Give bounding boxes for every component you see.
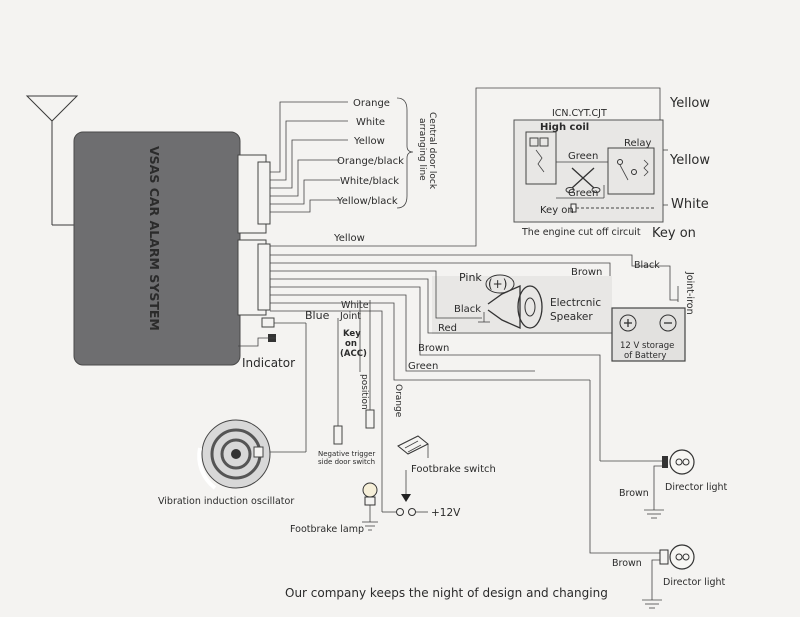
relay-model: ICN.CYT.CJT xyxy=(552,108,607,119)
white-joint-label-1: White xyxy=(341,300,369,311)
vibration-label: Vibration induction oscillator xyxy=(158,496,294,507)
key-acc-label-1: Key xyxy=(343,329,361,339)
door-lock-wire-1: Orange xyxy=(353,98,390,109)
speaker-plus: (+) xyxy=(488,277,507,291)
antenna-icon xyxy=(25,95,79,226)
battery-label-2: of Battery xyxy=(624,351,666,361)
right-label-yellow-top: Yellow xyxy=(669,96,710,111)
position-label: position xyxy=(359,374,369,410)
footbrake-switch-label: Footbrake switch xyxy=(411,464,496,475)
door-lock-caption-2: arranging line xyxy=(417,118,427,181)
door-lock-wire-3: Yellow xyxy=(353,136,385,147)
door-lock-wire-4: Orange/black xyxy=(337,156,404,167)
speaker-icon: Pink (+) Black Electrcnic Speaker xyxy=(454,271,601,330)
door-lock-wire-5: White/black xyxy=(340,176,399,187)
director-light-2 xyxy=(540,379,695,609)
right-label-yellow-mid: Yellow xyxy=(669,153,710,168)
plus-12v-terminal xyxy=(382,508,428,516)
orange-wire-label: Orange xyxy=(393,384,403,418)
director-1-wire-label: Brown xyxy=(619,488,649,499)
green-top-label: Green xyxy=(568,151,598,162)
door-switch-caption-1: Negative trigger xyxy=(318,450,375,458)
black-battery-wire-label: Black xyxy=(634,260,660,271)
plus-12v-label: +12V xyxy=(431,507,461,519)
white-joint-label-2: Joint xyxy=(339,311,361,322)
key-on-small: Key on xyxy=(540,205,574,216)
right-label-white: White xyxy=(671,197,709,212)
alarm-control-unit: VSAS CAR ALARM SYSTEM xyxy=(73,131,271,366)
indicator-label: Indicator xyxy=(242,356,295,370)
director-1-label: Director light xyxy=(665,482,728,493)
footbrake-lamp-icon xyxy=(362,416,383,531)
footbrake-lamp-label: Footbrake lamp xyxy=(290,524,364,535)
speaker-label-2: Speaker xyxy=(550,311,593,323)
yellow-main-wire-label: Yellow xyxy=(333,233,365,244)
footbrake-switch-icon xyxy=(397,435,429,502)
door-lock-wires: Orange White Yellow Orange/black White/b… xyxy=(270,97,437,213)
door-lock-caption-1: Central door lock xyxy=(427,112,437,190)
high-coil-label: High coil xyxy=(540,122,589,133)
pink-wire-label: Pink xyxy=(459,271,482,284)
door-switch-caption-2: side door switch xyxy=(318,458,375,466)
door-lock-wire-6: Yellow/black xyxy=(336,196,398,207)
green-bottom-label: Green xyxy=(568,188,598,199)
left-lower-wires: Blue Indicator White Joint Negative trig… xyxy=(238,300,403,466)
joint-iron-label: Joint-iron xyxy=(684,271,695,315)
footer-text: Our company keeps the night of design an… xyxy=(285,586,608,600)
battery-label-1: 12 V storage xyxy=(620,341,674,351)
battery-icon: 12 V storage of Battery xyxy=(611,307,686,362)
director-2-wire-label: Brown xyxy=(612,558,642,569)
door-lock-wire-2: White xyxy=(356,117,385,128)
brown-lower-wire-label: Brown xyxy=(418,343,449,354)
relay-label: Relay xyxy=(624,138,652,149)
speaker-label-1: Electrcnic xyxy=(550,297,601,309)
engine-cut-off-caption: The engine cut off circuit xyxy=(521,227,641,238)
vibration-sensor-icon xyxy=(197,419,271,490)
green-wire-label: Green xyxy=(408,361,438,372)
director-2-label: Director light xyxy=(663,577,726,588)
right-label-key-on: Key on xyxy=(652,226,696,241)
scissors-icon xyxy=(565,167,601,193)
right-wires: Yellow Yellow White Key on Yellow Black … xyxy=(270,87,710,420)
red-wire-label: Red xyxy=(438,323,457,334)
unit-title: VSAS CAR ALARM SYSTEM xyxy=(147,146,162,331)
director-light-1 xyxy=(599,420,695,519)
key-acc-label-2: on xyxy=(345,339,357,349)
black-speaker-wire-label: Black xyxy=(454,304,481,315)
blue-wire-label: Blue xyxy=(305,309,330,322)
brown-speaker-wire-label: Brown xyxy=(571,267,602,278)
key-acc-label-3: (ACC) xyxy=(340,349,367,359)
engine-cut-off-panel: ICN.CYT.CJT High coil Green Green Relay … xyxy=(513,108,664,238)
